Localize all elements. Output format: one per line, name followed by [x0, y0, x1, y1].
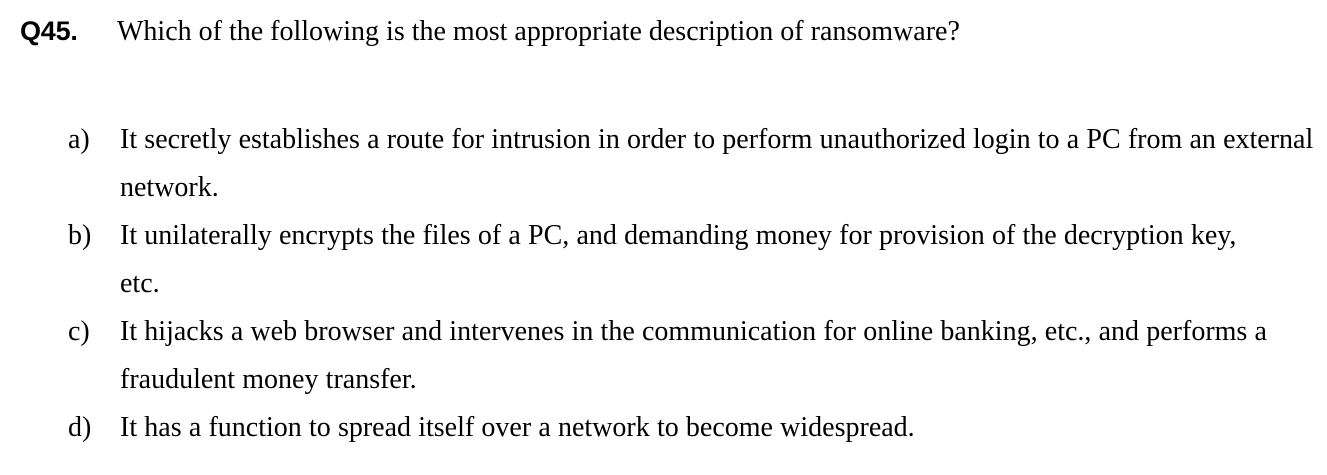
option-marker-a: a): [68, 124, 90, 155]
option-marker-c: c): [68, 316, 90, 347]
option-text-a: It secretly establishes a route for intr…: [120, 124, 1314, 203]
answer-options-list: a) It secretly establishes a route for i…: [0, 116, 1327, 452]
answer-option-b[interactable]: b) It unilaterally encrypts the files of…: [0, 212, 1327, 308]
question-text: Which of the following is the most appro…: [117, 16, 960, 47]
answer-option-c[interactable]: c) It hijacks a web browser and interven…: [0, 308, 1327, 404]
option-marker-d: d): [68, 412, 92, 443]
question-number-label: Q45.: [20, 16, 78, 46]
option-text-d: It has a function to spread itself over …: [120, 412, 915, 443]
question-header: Q45. Which of the following is the most …: [0, 14, 1327, 49]
answer-option-a[interactable]: a) It secretly establishes a route for i…: [0, 116, 1327, 212]
answer-option-d[interactable]: d) It has a function to spread itself ov…: [0, 404, 1327, 452]
option-marker-b: b): [68, 220, 92, 251]
option-text-b: It unilaterally encrypts the files of a …: [120, 220, 1237, 299]
option-text-c: It hijacks a web browser and intervenes …: [120, 316, 1267, 395]
